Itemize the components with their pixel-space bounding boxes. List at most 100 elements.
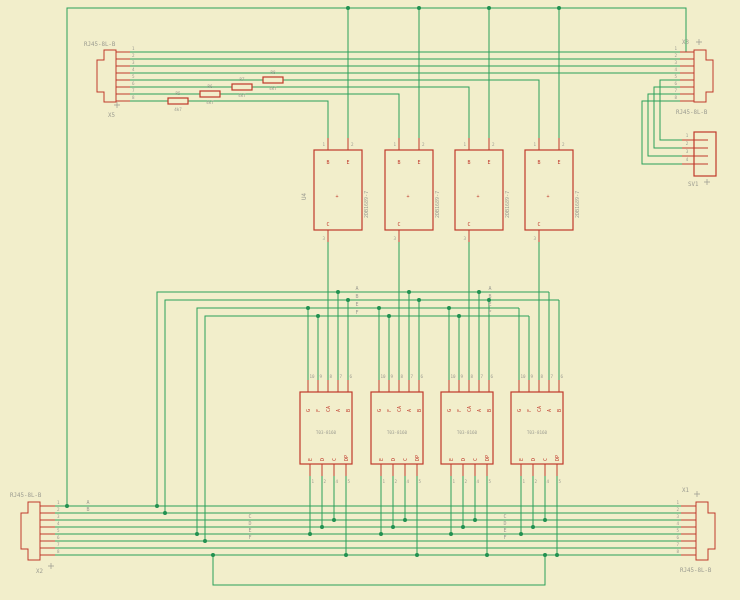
pin-number: 5 xyxy=(57,528,60,533)
net-label: E xyxy=(355,302,358,308)
transistor-body xyxy=(454,149,504,231)
pin-number: 1 xyxy=(312,479,315,484)
net-label: E xyxy=(248,528,251,534)
segment-label: B xyxy=(346,409,352,412)
pin-number: 1 xyxy=(322,142,325,147)
pin-number: 5 xyxy=(132,74,135,79)
resistor-value: 4k7 xyxy=(238,93,246,98)
segment-label: G xyxy=(517,409,523,412)
segment-label: A xyxy=(547,409,553,412)
resistor-value: 4k7 xyxy=(206,100,214,105)
origin-cross xyxy=(114,102,120,108)
transistor-pin-stubs xyxy=(398,138,420,242)
display-0[interactable]: 10 9 8 7 6 G F CA A B T03-8160 E D C DP … xyxy=(299,374,353,484)
pin-number: 1 xyxy=(686,133,689,138)
pin-number: 7 xyxy=(411,374,414,379)
net-label: C xyxy=(503,514,506,520)
segment-label: B xyxy=(487,409,493,412)
pin-number: 9 xyxy=(391,374,394,379)
pin-number: 5 xyxy=(489,479,492,484)
transistor-3[interactable]: 1 2 3 B E C + 2DB1689-7 xyxy=(524,138,581,242)
resistor-value: 4k7 xyxy=(269,86,277,91)
x5-pin-stubs xyxy=(116,51,130,102)
pin-number: 3 xyxy=(393,236,396,241)
display-part-label: T03-8160 xyxy=(387,430,408,435)
nets[interactable] xyxy=(55,6,687,586)
resistor-r7[interactable]: R7 4k7 xyxy=(231,77,253,98)
pin-number: 8 xyxy=(57,549,60,554)
pin-number: 1 xyxy=(533,142,536,147)
display-2[interactable]: 10 9 8 7 6 G F CA A B T03-8160 E D C DP … xyxy=(440,374,494,484)
connector-x3[interactable]: X3 RJ45-8L-B 1 2 3 4 5 6 7 8 xyxy=(674,39,714,116)
display-pin-stubs xyxy=(518,380,560,476)
pin-number: 2 xyxy=(674,53,677,58)
pin-number: 8 xyxy=(132,95,135,100)
net-label: D xyxy=(248,521,251,527)
net-label: A xyxy=(86,500,89,506)
display-part-label: T03-8160 xyxy=(457,430,478,435)
connector-x1[interactable]: X1 RJ45-8L-B 1 2 3 4 5 6 7 8 xyxy=(676,488,716,574)
base-label: B xyxy=(467,160,470,166)
pin-number: 2 xyxy=(535,479,538,484)
segment-label: G xyxy=(306,409,312,412)
x2-part-label: RJ45-8L-B xyxy=(10,493,42,499)
resistor-r5[interactable]: R5 4k7 xyxy=(167,91,189,112)
transistor-part-label: 2DB1689-7 xyxy=(364,191,370,218)
pin-number: 1 xyxy=(383,479,386,484)
net-label: F xyxy=(355,310,358,316)
pin-number: 8 xyxy=(471,374,474,379)
x1-part-label: RJ45-8L-B xyxy=(680,568,712,574)
x2-refdes: X2 xyxy=(36,569,43,575)
connector-sv1[interactable]: 1 2 3 4 SV1 xyxy=(682,131,717,188)
x5-refdes: X5 xyxy=(108,113,115,119)
net-label: D xyxy=(503,521,506,527)
pin-number: 4 xyxy=(336,479,339,484)
connector-x2[interactable]: RJ45-8L-B X2 1 2 3 4 5 6 7 8 xyxy=(10,493,60,575)
connector-x5[interactable]: RJ45-8L-B X5 1 2 3 4 5 6 7 8 xyxy=(84,42,135,119)
origin-cross xyxy=(696,39,702,45)
sv1-refdes: SV1 xyxy=(688,182,699,188)
transistor-pin-stubs xyxy=(327,138,349,242)
polarity-mark: + xyxy=(406,194,409,200)
display-1[interactable]: 10 9 8 7 6 G F CA A B T03-8160 E D C DP … xyxy=(370,374,424,484)
net-wires[interactable] xyxy=(55,7,687,586)
collector-label: C xyxy=(326,222,329,228)
segment-label: D xyxy=(531,458,537,461)
display-body xyxy=(299,391,353,465)
resistor-body xyxy=(167,97,189,105)
net-label: B xyxy=(86,507,89,513)
pin-number: 7 xyxy=(551,374,554,379)
resistor-r8[interactable]: R8 4k7 xyxy=(262,70,284,91)
pin-number: 6 xyxy=(674,81,677,86)
pin-number: 6 xyxy=(421,374,424,379)
transistor-0[interactable]: 1 2 3 B E C + 2DB1689-7 U4 xyxy=(302,138,370,242)
sv1-body xyxy=(693,131,717,177)
display-pin-stubs xyxy=(378,380,420,476)
net-label: F xyxy=(503,535,506,541)
display-3[interactable]: 10 9 8 7 6 G F CA A B T03-8160 E D C DP … xyxy=(510,374,564,484)
pin-number: 5 xyxy=(676,528,679,533)
pin-number: 2 xyxy=(465,479,468,484)
resistor-refdes: R8 xyxy=(270,70,276,75)
transistor-2[interactable]: 1 2 3 B E C + 2DB1689-7 xyxy=(454,138,511,242)
segment-label: C xyxy=(403,458,409,461)
segment-label: E xyxy=(449,458,455,461)
resistor-r6[interactable]: R6 4k7 xyxy=(199,84,221,105)
pin-number: 3 xyxy=(674,60,677,65)
pin-number: 2 xyxy=(395,479,398,484)
display-body xyxy=(510,391,564,465)
collector-label: C xyxy=(397,222,400,228)
collector-label: C xyxy=(537,222,540,228)
base-label: B xyxy=(326,160,329,166)
resistor-body xyxy=(262,76,284,84)
transistor-pin-stubs xyxy=(468,138,490,242)
pin-number: 4 xyxy=(477,479,480,484)
pin-number: 9 xyxy=(531,374,534,379)
transistor-1[interactable]: 1 2 3 B E C + 2DB1689-7 xyxy=(384,138,441,242)
segment-label: B xyxy=(557,409,563,412)
x1-pin-stubs xyxy=(681,505,696,556)
transistor-pin-stubs xyxy=(538,138,560,242)
segment-label: F xyxy=(316,409,322,412)
segment-label: G xyxy=(447,409,453,412)
